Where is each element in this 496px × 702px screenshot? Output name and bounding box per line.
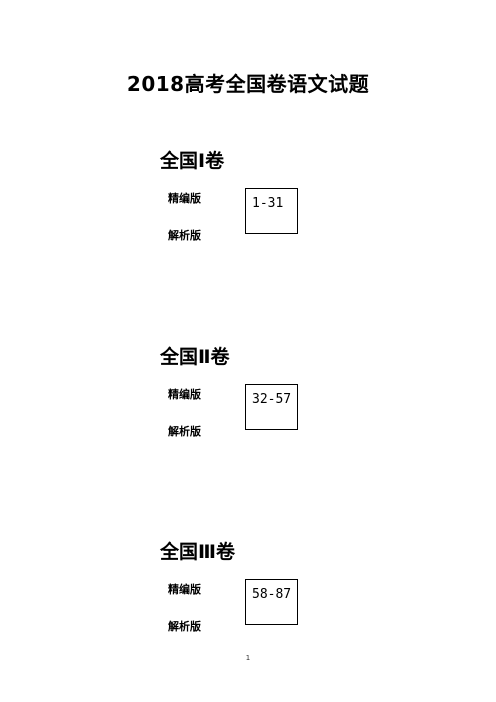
version-label-refined: 精编版 <box>168 388 201 401</box>
page-range-box: 1-31 <box>245 188 298 234</box>
page-range-text: 1-31 <box>252 196 284 211</box>
version-label-refined: 精编版 <box>168 583 201 596</box>
page-range-box: 58-87 <box>245 579 298 625</box>
page-range-text: 58-87 <box>252 587 292 602</box>
section-paper-2: 全国Ⅱ卷 精编版 解析版 32-57 <box>0 342 496 462</box>
page-title: 2018高考全国卷语文试题 <box>126 72 370 96</box>
page-number: 1 <box>245 654 251 662</box>
version-label-analysis: 解析版 <box>168 425 201 438</box>
section-heading: 全国Ⅲ卷 <box>160 541 235 563</box>
version-label-analysis: 解析版 <box>168 229 201 242</box>
page-range-box: 32-57 <box>245 384 298 430</box>
section-paper-1: 全国Ⅰ卷 精编版 解析版 1-31 <box>0 146 496 266</box>
version-label-analysis: 解析版 <box>168 620 201 633</box>
section-paper-3: 全国Ⅲ卷 精编版 解析版 58-87 <box>0 537 496 657</box>
section-heading: 全国Ⅱ卷 <box>160 346 230 368</box>
section-heading: 全国Ⅰ卷 <box>160 150 225 172</box>
page-range-text: 32-57 <box>252 392 292 407</box>
version-label-refined: 精编版 <box>168 192 201 205</box>
